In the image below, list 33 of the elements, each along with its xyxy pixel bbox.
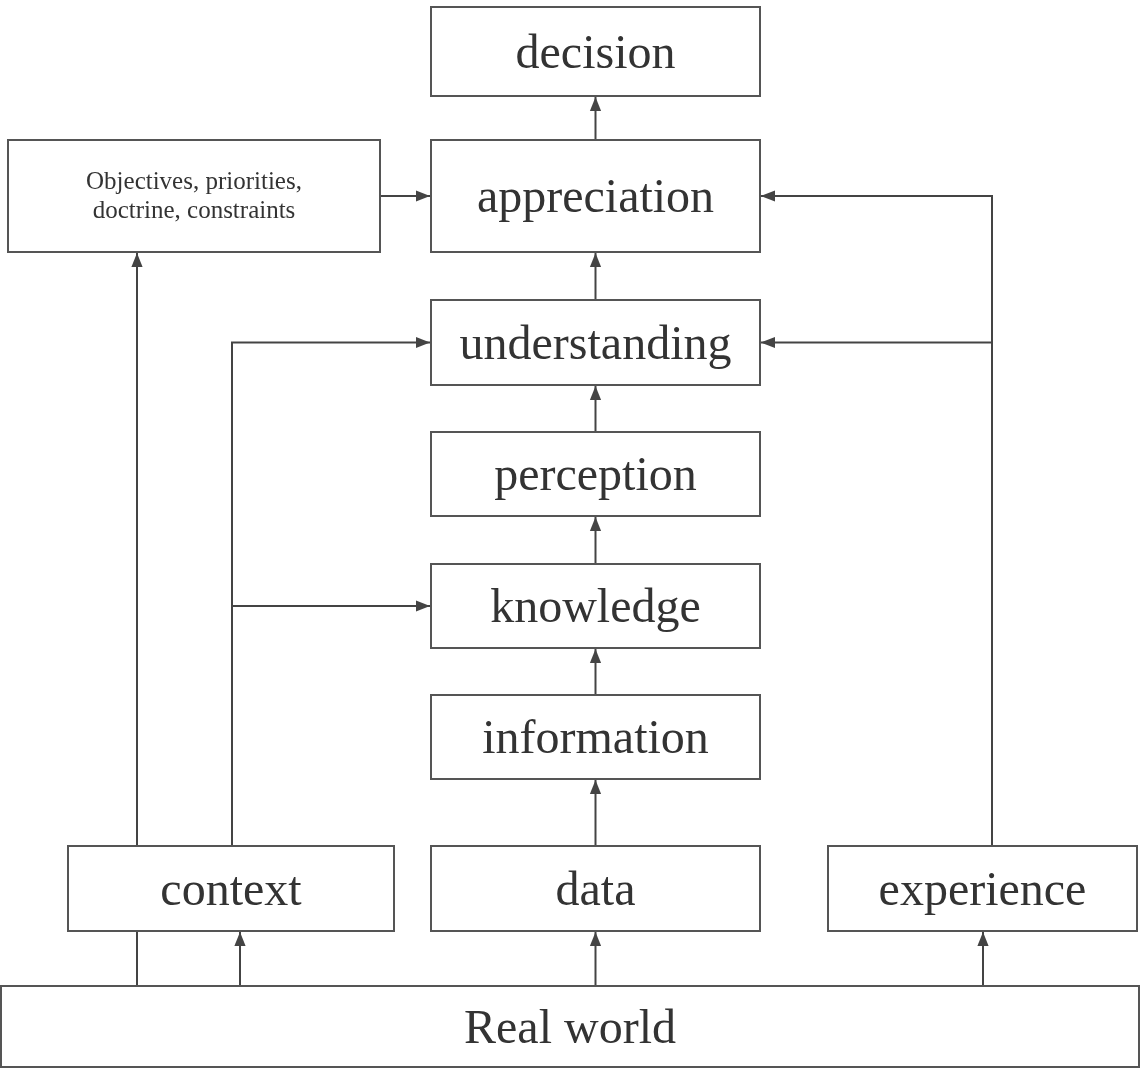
arrow [589,385,602,432]
box-label: understanding [459,314,732,371]
process-box [430,431,761,517]
box-label: decision [515,23,676,80]
process-box [67,845,395,932]
box-label: perception [494,446,697,502]
process-box [430,299,761,386]
process-box [430,563,761,649]
process-box [430,139,761,253]
box-label: experience [878,860,1087,917]
process-box [430,845,761,932]
process-box [430,6,761,97]
arrow [589,648,602,695]
arrow [589,779,602,846]
process-box [430,694,761,780]
arrow [589,96,602,140]
arrow [589,516,602,564]
box-label: data [555,860,636,917]
box-label: Objectives, priorities, doctrine, constraints [85,167,303,225]
arrow [589,252,602,300]
box-label: context [160,860,302,917]
arrow [589,931,602,986]
arrow [131,252,143,846]
process-box [827,845,1138,932]
process-box [7,139,381,253]
box-label: knowledge [490,578,701,634]
arrow [977,931,989,986]
arrow [234,931,246,986]
arrow [380,190,431,202]
box-label: appreciation [476,168,715,224]
process-box [0,985,1140,1068]
box-label: Real world [464,998,676,1055]
box-label: information [482,709,709,765]
